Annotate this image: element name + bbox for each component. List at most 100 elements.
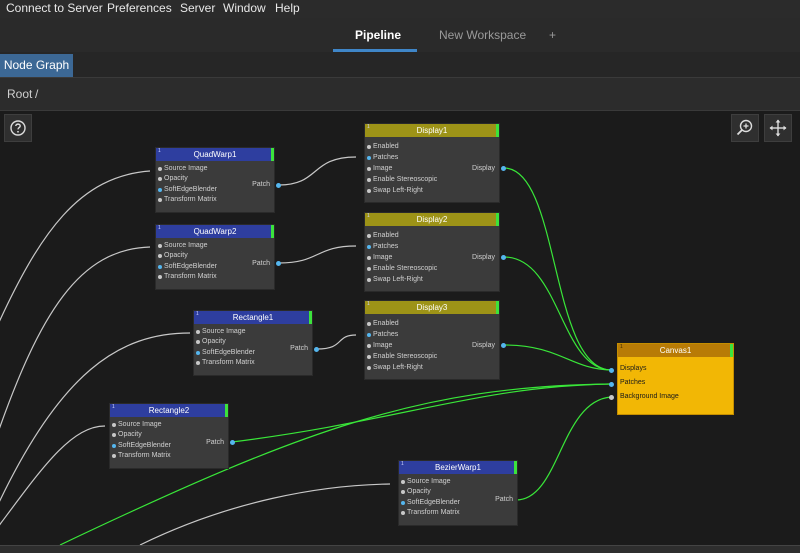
rectangle1-output-socket[interactable]	[314, 347, 319, 352]
display2-output-socket[interactable]	[501, 255, 506, 260]
menu-preferences[interactable]: Preferences	[107, 1, 172, 15]
input-socket[interactable]	[367, 366, 371, 370]
input-socket[interactable]	[367, 156, 371, 160]
port-image[interactable]: Image	[367, 342, 392, 349]
input-socket[interactable]	[367, 145, 371, 149]
input-socket[interactable]	[158, 254, 162, 258]
port-opacity[interactable]: Opacity	[158, 175, 188, 182]
input-socket[interactable]	[367, 333, 371, 337]
port-softedgeblender[interactable]: SoftEdgeBlender	[112, 442, 171, 449]
port-patches[interactable]: Patches	[367, 331, 398, 338]
input-socket[interactable]	[401, 480, 405, 484]
pan-button[interactable]	[764, 114, 792, 142]
port-enabled[interactable]: Enabled	[367, 320, 399, 327]
input-socket[interactable]	[367, 355, 371, 359]
input-socket[interactable]	[112, 433, 116, 437]
input-socket[interactable]	[367, 322, 371, 326]
port-source-image[interactable]: Source Image	[196, 328, 246, 335]
quadwarp2-output-socket[interactable]	[276, 261, 281, 266]
port-patches[interactable]: Patches	[620, 379, 646, 386]
port-swap-left-right[interactable]: Swap Left-Right	[367, 187, 423, 194]
quadwarp1-output-socket[interactable]	[276, 183, 281, 188]
input-socket[interactable]	[158, 167, 162, 171]
port-opacity[interactable]: Opacity	[112, 431, 142, 438]
port-patches[interactable]: Patches	[367, 243, 398, 250]
port-displays[interactable]: Displays	[620, 365, 647, 372]
port-softedgeblender[interactable]: SoftEdgeBlender	[158, 186, 217, 193]
tab-new-workspace[interactable]: New Workspace	[439, 28, 527, 42]
port-swap-left-right[interactable]: Swap Left-Right	[367, 364, 423, 371]
menu-help[interactable]: Help	[275, 1, 300, 15]
port-source-image[interactable]: Source Image	[158, 242, 208, 249]
input-socket[interactable]	[367, 344, 371, 348]
horizontal-scrollbar[interactable]	[0, 545, 800, 553]
port-opacity[interactable]: Opacity	[196, 338, 226, 345]
help-button[interactable]	[4, 114, 32, 142]
input-socket[interactable]	[112, 444, 116, 448]
input-socket[interactable]	[196, 351, 200, 355]
port-transform-matrix[interactable]: Transform Matrix	[112, 452, 171, 459]
input-socket[interactable]	[367, 267, 371, 271]
input-socket[interactable]	[367, 178, 371, 182]
port-source-image[interactable]: Source Image	[401, 478, 451, 485]
port-transform-matrix[interactable]: Transform Matrix	[196, 359, 255, 366]
menu-server[interactable]: Server	[180, 1, 216, 15]
input-socket[interactable]	[158, 275, 162, 279]
port-image[interactable]: Image	[367, 165, 392, 172]
port-source-image[interactable]: Source Image	[158, 165, 208, 172]
menu-connect-to-server[interactable]: Connect to Server	[6, 1, 103, 15]
port-softedgeblender[interactable]: SoftEdgeBlender	[158, 263, 217, 270]
port-opacity[interactable]: Opacity	[401, 488, 431, 495]
rectangle2-output-socket[interactable]	[230, 440, 235, 445]
input-socket[interactable]	[401, 501, 405, 505]
port-source-image[interactable]: Source Image	[112, 421, 162, 428]
display3-output-socket[interactable]	[501, 343, 506, 348]
input-socket[interactable]	[367, 234, 371, 238]
input-socket[interactable]	[367, 167, 371, 171]
port-enable-stereoscopic[interactable]: Enable Stereoscopic	[367, 176, 437, 183]
port-background-image[interactable]: Background Image	[620, 393, 679, 400]
tab-pipeline[interactable]: Pipeline	[355, 28, 402, 42]
input-socket[interactable]	[196, 340, 200, 344]
port-transform-matrix[interactable]: Transform Matrix	[158, 196, 217, 203]
input-socket[interactable]	[158, 188, 162, 192]
input-socket[interactable]	[367, 245, 371, 249]
input-socket[interactable]	[158, 244, 162, 248]
input-socket[interactable]	[158, 198, 162, 202]
port-enabled[interactable]: Enabled	[367, 143, 399, 150]
input-socket[interactable]	[196, 330, 200, 334]
port-softedgeblender[interactable]: SoftEdgeBlender	[196, 349, 255, 356]
canvas1-patches-socket[interactable]	[609, 382, 614, 387]
input-socket[interactable]	[112, 454, 116, 458]
port-enable-stereoscopic[interactable]: Enable Stereoscopic	[367, 353, 437, 360]
menu-window[interactable]: Window	[223, 1, 266, 15]
port-opacity[interactable]: Opacity	[158, 252, 188, 259]
add-tab-button[interactable]: +	[549, 28, 557, 42]
port-swap-left-right[interactable]: Swap Left-Right	[367, 276, 423, 283]
canvas1-background-socket[interactable]	[609, 395, 614, 400]
port-transform-matrix[interactable]: Transform Matrix	[158, 273, 217, 280]
input-socket[interactable]	[367, 278, 371, 282]
input-socket[interactable]	[401, 490, 405, 494]
input-socket[interactable]	[158, 177, 162, 181]
breadcrumb-root[interactable]: Root	[7, 87, 33, 101]
input-socket[interactable]	[367, 256, 371, 260]
